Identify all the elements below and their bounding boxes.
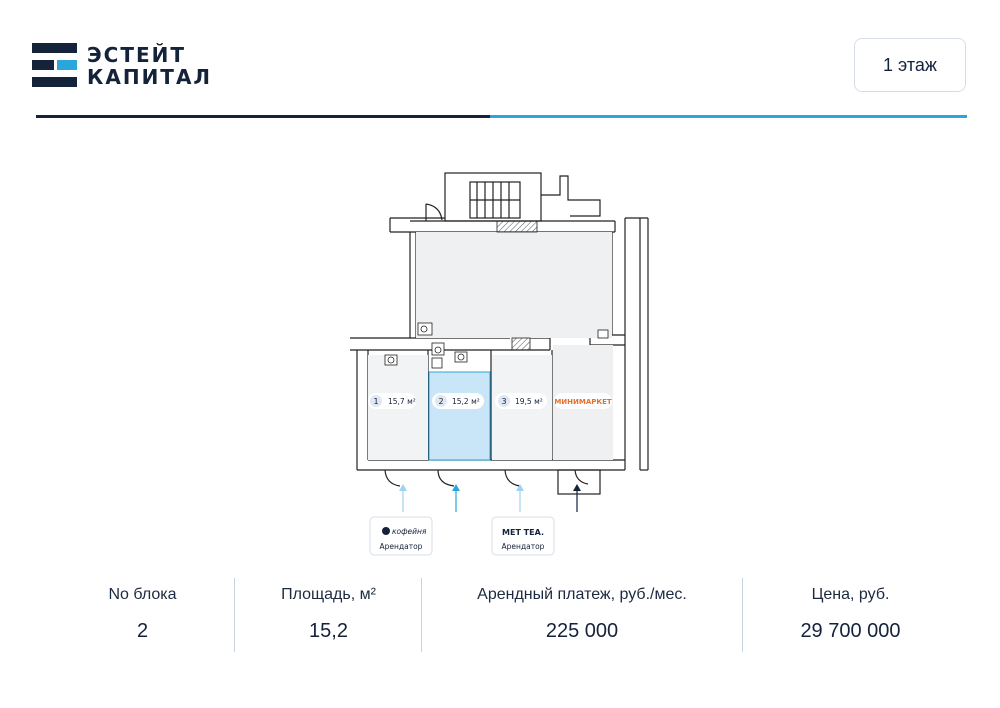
- stat-label: No блока: [108, 586, 177, 603]
- logo-line-2: КАПИТАЛ: [87, 65, 213, 89]
- svg-text:2: 2: [438, 397, 443, 406]
- stat-label: Цена, руб.: [811, 586, 890, 603]
- unit-details: No блока 2 Площадь, м² 15,2 Арендный пла…: [50, 578, 950, 654]
- stat-value: 2: [136, 620, 149, 642]
- stat-block-number: No блока 2: [50, 578, 235, 654]
- unit-2-area[interactable]: [428, 371, 491, 461]
- svg-text:МИНИМАРКЕТ: МИНИМАРКЕТ: [554, 398, 612, 406]
- floor-plan: 1 15,7 м² 2 15,2 м² 3 19,5 м² МИНИМАРКЕТ…: [350, 172, 649, 556]
- svg-text:15,2 м²: 15,2 м²: [452, 397, 480, 406]
- stat-value: 29 700 000: [800, 620, 901, 642]
- svg-text:Арендатор: Арендатор: [502, 542, 545, 551]
- svg-text:MET TEA.: MET TEA.: [502, 528, 544, 537]
- logo-line-1: ЭСТЕЙТ: [87, 43, 187, 67]
- svg-text:19,5 м²: 19,5 м²: [515, 397, 543, 406]
- stat-price: Цена, руб. 29 700 000: [743, 578, 958, 654]
- svg-text:кофейня: кофейня: [392, 527, 427, 536]
- stat-value: 15,2: [309, 620, 348, 642]
- unit-label-3[interactable]: 3 19,5 м²: [495, 393, 547, 409]
- header-divider-accent: [490, 115, 967, 118]
- stat-area: Площадь, м² 15,2: [235, 578, 422, 654]
- logo-wordmark: ЭСТЕЙТ КАПИТАЛ: [87, 44, 212, 88]
- unit-label-2[interactable]: 2 15,2 м²: [432, 393, 484, 409]
- minimarket-label[interactable]: МИНИМАРКЕТ: [554, 393, 612, 409]
- stat-rent: Арендный платеж, руб./мес. 225 000: [422, 578, 742, 654]
- header-divider-dark: [36, 115, 490, 118]
- restroom-fixtures: [384, 322, 609, 369]
- svg-text:15,7 м²: 15,7 м²: [388, 397, 416, 406]
- svg-text:3: 3: [501, 397, 506, 406]
- svg-text:1: 1: [373, 397, 378, 406]
- stat-divider: [421, 578, 422, 652]
- tenant-card-2[interactable]: MET TEA. Арендатор: [491, 516, 555, 556]
- stat-divider: [742, 578, 743, 652]
- stat-label: Арендный платеж, руб./мес.: [477, 586, 687, 603]
- stat-label: Площадь, м²: [281, 586, 376, 603]
- floor-selector-button[interactable]: 1 этаж: [854, 38, 966, 92]
- entrance-arrows: [399, 484, 581, 512]
- unit-label-1[interactable]: 1 15,7 м²: [368, 393, 416, 409]
- logo-mark-icon: [32, 43, 77, 87]
- stat-value: 225 000: [545, 620, 619, 642]
- stat-divider: [234, 578, 235, 652]
- svg-text:Арендатор: Арендатор: [380, 542, 423, 551]
- coffee-logo-icon: [382, 527, 390, 535]
- company-logo[interactable]: ЭСТЕЙТ КАПИТАЛ: [32, 43, 272, 89]
- main-hall: [416, 232, 612, 338]
- tenant-card-1[interactable]: кофейня Арендатор: [369, 516, 433, 556]
